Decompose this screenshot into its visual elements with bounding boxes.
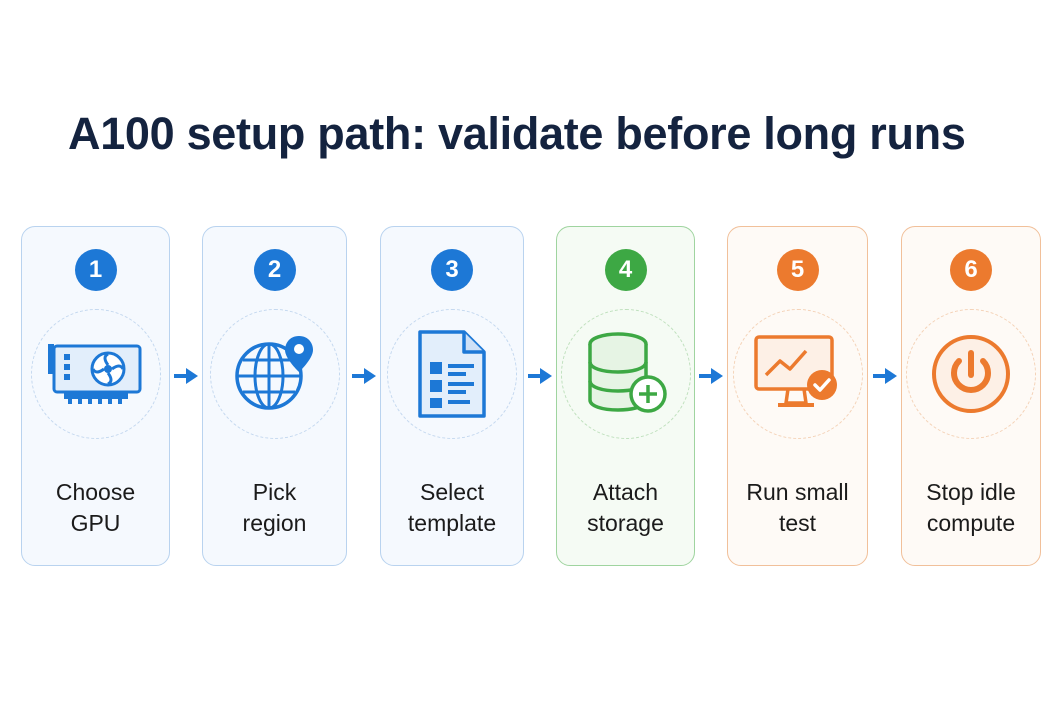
monitor-chart-check-icon [753,335,837,407]
right-arrow-icon [699,368,723,384]
icon-circle [906,309,1036,439]
right-arrow-icon [873,368,897,384]
icon-circle [560,309,691,439]
step-number-badge: 1 [74,249,117,291]
icon-circle [732,309,863,439]
step-number-badge: 3 [431,249,473,291]
step-number-badge: 6 [950,249,992,291]
step-number-badge: 4 [604,249,647,291]
power-icon [932,335,1010,413]
icon-circle [30,309,161,439]
right-arrow-icon [352,368,376,384]
gpu-card-icon [47,344,141,404]
right-arrow-icon [174,368,198,384]
page-title: A100 setup path: validate before long ru… [68,108,966,159]
database-add-icon [587,332,667,413]
globe-pin-icon [234,336,313,410]
icon-circle [387,309,517,439]
step-number-badge: 2 [253,249,296,291]
right-arrow-icon [528,368,552,384]
document-template-icon [418,330,486,418]
icon-circle [209,309,340,439]
step-number-badge: 5 [776,249,819,291]
